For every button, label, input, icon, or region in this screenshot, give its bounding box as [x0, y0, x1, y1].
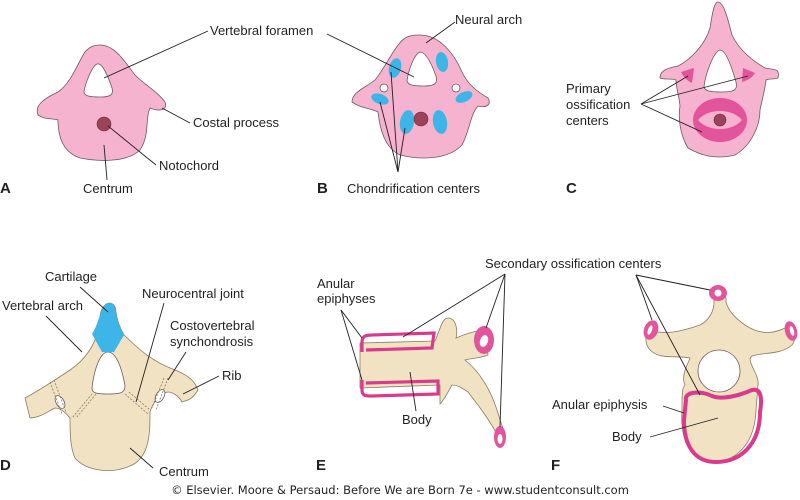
label-costal-process: Costal process — [193, 115, 279, 130]
panel-d-vertebral-foramen-shape — [91, 351, 126, 395]
panel-a-vertebral-foramen-shape — [83, 63, 113, 98]
panel-d: Cartilage Vertebral arch Neurocentral jo… — [0, 269, 255, 479]
label-body: Body — [612, 429, 642, 444]
leader-line — [107, 125, 157, 166]
secondary-ossification-center-inner — [479, 335, 489, 347]
label-neural-arch: Neural arch — [455, 12, 522, 27]
chondrification-center — [399, 110, 415, 134]
leader-line — [640, 75, 749, 105]
panel-letter-c: C — [566, 180, 577, 197]
secondary-ossification-center-inner — [714, 289, 722, 297]
leader-line — [182, 375, 220, 395]
leader-line — [103, 144, 108, 181]
secondary-ossification-center-inner — [497, 434, 503, 444]
leader-line — [103, 30, 209, 79]
panel-a-vertebra-body — [36, 44, 167, 161]
panel-letter-e: E — [316, 457, 326, 474]
label-anular-line1: Anular — [317, 276, 355, 291]
leader-line — [640, 103, 703, 133]
leader-line — [409, 371, 417, 412]
leader-line — [340, 309, 363, 381]
panel-a-notochord-shape — [96, 116, 112, 132]
label-costovertebral-line2: synchondrosis — [170, 334, 254, 349]
neurocentral-joint-right — [124, 391, 151, 415]
panel-b-costal-foramen — [451, 83, 461, 93]
costovertebral-synchondrosis-left — [49, 379, 67, 415]
chondrification-center — [371, 93, 389, 105]
costovertebral-synchondrosis-right — [151, 377, 169, 411]
leader-line — [402, 273, 506, 338]
primary-ossification-center — [742, 68, 755, 82]
panel-a: Vertebral foramen Costal process Notocho… — [0, 23, 313, 197]
label-primary-ossification-line1: Primary — [566, 81, 611, 96]
leader-line — [635, 274, 701, 396]
anular-epiphysis-lower — [360, 379, 440, 398]
leader-line — [649, 417, 719, 438]
leader-line — [45, 315, 83, 353]
panel-e: Anular epiphyses Body Secondary ossifica… — [316, 256, 662, 474]
label-anular-epiphysis: Anular epiphysis — [552, 397, 648, 412]
leader-line — [635, 274, 653, 321]
label-centrum: Centrum — [83, 181, 133, 196]
label-secondary-ossification-centers: Secondary ossification centers — [485, 256, 662, 271]
panel-b-costal-foramen — [379, 83, 389, 93]
leader-line — [167, 351, 187, 381]
secondary-ossification-center-inner — [789, 326, 795, 336]
copyright-credit: © Elsevier. Moore & Persaud: Before We a… — [171, 483, 629, 497]
label-cartilage: Cartilage — [45, 269, 97, 284]
anular-epiphysis-upper — [360, 331, 436, 352]
leader-line — [640, 75, 689, 105]
panel-d-cartilage — [92, 303, 124, 352]
panel-d-costal-foramen — [54, 395, 66, 409]
leader-line — [662, 405, 685, 414]
leader-line — [425, 21, 456, 44]
label-neurocentral-joint: Neurocentral joint — [142, 286, 244, 301]
panel-letter-d: D — [0, 457, 11, 474]
label-primary-ossification-line3: centers — [566, 113, 609, 128]
label-body: Body — [402, 412, 432, 427]
leader-line — [129, 447, 154, 469]
panel-letter-a: A — [0, 180, 11, 197]
panel-b-notochord-shape — [413, 111, 429, 127]
leader-line — [635, 274, 711, 291]
leader-line — [499, 273, 506, 428]
label-rib: Rib — [222, 368, 242, 383]
leader-line — [135, 302, 165, 403]
panel-b-vertebral-foramen-shape — [406, 51, 437, 87]
leader-line — [397, 127, 406, 173]
leader-line — [79, 286, 109, 313]
label-costovertebral-line1: Costovertebral — [170, 318, 255, 333]
label-primary-ossification-line2: ossification — [566, 97, 630, 112]
panel-letter-f: F — [551, 457, 560, 474]
panel-f-vertebral-foramen-shape — [697, 349, 741, 393]
panel-c: Primary ossification centers C — [566, 1, 779, 197]
leader-line — [340, 309, 363, 339]
panel-f: Anular epiphysis Body F — [551, 274, 798, 474]
leader-line — [326, 33, 415, 78]
panel-b: Neural arch Chondrification centers B — [317, 12, 522, 197]
panel-c-notochord-shape — [713, 113, 727, 127]
chondrification-center — [432, 110, 448, 134]
secondary-ossification-center-inner — [647, 325, 653, 335]
label-anular-line2: epiphyses — [317, 291, 376, 306]
label-vertebral-arch: Vertebral arch — [2, 298, 83, 313]
label-notochord: Notochord — [159, 158, 219, 173]
primary-ossification-center — [681, 68, 694, 83]
leader-line — [390, 71, 399, 173]
leader-line — [485, 273, 506, 329]
leader-line — [161, 107, 191, 124]
label-centrum: Centrum — [159, 464, 209, 479]
neurocentral-joint-left — [71, 393, 97, 419]
chondrification-center — [435, 52, 449, 72]
panel-letter-b: B — [317, 180, 328, 197]
chondrification-center — [455, 91, 473, 103]
label-chondrification-centers: Chondrification centers — [347, 181, 480, 196]
anular-epiphysis — [681, 387, 763, 465]
label-vertebral-foramen: Vertebral foramen — [210, 23, 313, 38]
leader-line — [379, 101, 399, 173]
